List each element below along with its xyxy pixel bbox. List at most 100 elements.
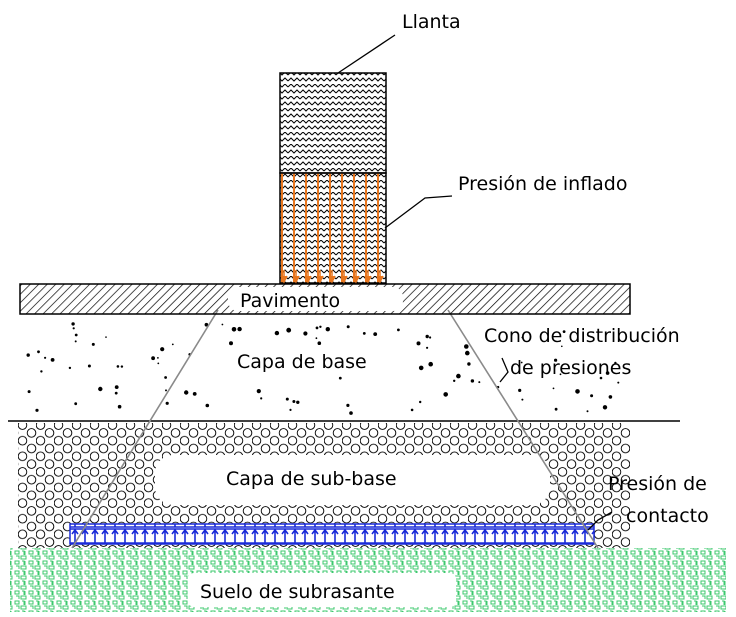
- subgrade-soil-layer: [10, 548, 726, 612]
- aggregate-speckle: [315, 337, 318, 340]
- aggregate-speckle: [453, 379, 456, 382]
- aggregate-speckle: [586, 410, 589, 413]
- aggregate-speckle: [35, 408, 39, 412]
- aggregate-speckle: [561, 345, 563, 348]
- aggregate-speckle: [465, 350, 470, 356]
- aggregate-speckle: [26, 353, 30, 357]
- aggregate-speckle: [229, 341, 233, 346]
- aggregate-speckle: [410, 408, 414, 412]
- aggregate-speckle: [562, 330, 566, 333]
- aggregate-speckle: [164, 376, 168, 379]
- aggregate-speckle: [443, 392, 449, 397]
- aggregate-speckle: [397, 328, 400, 332]
- contact-pressure-band: [69, 523, 595, 545]
- label-presion-inflado: Presión de inflado: [458, 173, 628, 195]
- aggregate-speckle: [614, 361, 617, 365]
- aggregate-speckle: [157, 362, 160, 365]
- aggregate-speckle: [478, 381, 481, 384]
- aggregate-speckle: [286, 327, 292, 333]
- aggregate-speckle: [464, 344, 469, 349]
- aggregate-speckle: [617, 381, 620, 384]
- aggregate-speckle: [184, 390, 189, 395]
- aggregate-speckle: [50, 358, 55, 362]
- aggregate-speckle: [116, 365, 120, 368]
- aggregate-speckle: [373, 332, 378, 336]
- pavement-slab: [19, 283, 631, 315]
- aggregate-speckle: [605, 371, 610, 375]
- label-presion-contacto-line1: Presión de: [608, 473, 707, 495]
- aggregate-speckle: [418, 365, 424, 371]
- aggregate-speckle: [71, 322, 75, 326]
- inflation-pressure-arrows: [280, 270, 384, 284]
- aggregate-speckle: [237, 326, 242, 332]
- aggregate-speckle: [289, 408, 292, 411]
- label-cono-line2: de presiones: [510, 357, 631, 379]
- aggregate-speckle: [317, 341, 322, 346]
- aggregate-speckle: [274, 330, 280, 336]
- aggregate-speckle: [165, 389, 167, 392]
- aggregate-speckle: [114, 385, 119, 389]
- aggregate-speckle: [120, 365, 124, 368]
- aggregate-speckle: [362, 332, 366, 335]
- aggregate-speckle: [204, 322, 209, 327]
- aggregate-speckle: [165, 401, 169, 405]
- aggregate-speckle: [429, 336, 432, 339]
- aggregate-speckle: [456, 373, 461, 379]
- aggregate-speckle: [292, 400, 296, 403]
- aggregate-speckle: [157, 357, 159, 359]
- aggregate-speckle: [315, 326, 319, 330]
- aggregate-speckle: [91, 342, 95, 346]
- aggregate-speckle: [346, 325, 350, 329]
- aggregate-speckle: [117, 404, 122, 409]
- aggregate-speckle: [599, 376, 603, 380]
- label-suelo-subrasante: Suelo de subrasante: [200, 581, 395, 603]
- aggregate-speckle: [192, 392, 197, 396]
- aggregate-speckle: [428, 361, 434, 367]
- aggregate-speckle: [319, 325, 322, 328]
- aggregate-speckle: [554, 407, 558, 411]
- llanta-tire: [279, 72, 387, 284]
- aggregate-speckle: [518, 388, 522, 392]
- aggregate-speckle: [221, 323, 224, 326]
- aggregate-speckle: [37, 350, 40, 354]
- aggregate-speckle: [470, 379, 475, 383]
- pressure-cone-lines: [71, 309, 599, 549]
- aggregate-speckle: [559, 373, 562, 376]
- aggregate-speckle: [87, 364, 91, 368]
- aggregate-speckle: [554, 358, 558, 362]
- label-capa-base: Capa de base: [237, 351, 367, 373]
- aggregate-speckle: [520, 361, 523, 364]
- aggregate-speckle: [105, 336, 107, 338]
- aggregate-speckle: [205, 403, 210, 408]
- label-capa-subbase: Capa de sub-base: [226, 468, 397, 490]
- aggregate-speckle: [346, 403, 350, 407]
- aggregate-speckle: [590, 394, 594, 398]
- label-pavimento: Pavimento: [240, 290, 340, 312]
- aggregate-speckle: [285, 397, 289, 401]
- aggregate-speckle: [44, 356, 47, 359]
- aggregate-speckle: [74, 333, 78, 337]
- aggregate-speckle: [521, 398, 524, 401]
- aggregate-speckle: [114, 391, 118, 395]
- leader-lines: [337, 34, 613, 531]
- aggregate-speckle: [40, 370, 43, 373]
- aggregate-speckle: [419, 400, 422, 404]
- aggregate-speckle: [74, 340, 77, 343]
- aggregate-speckle: [231, 327, 237, 332]
- aggregate-speckle: [72, 327, 75, 330]
- aggregate-speckle: [160, 347, 165, 352]
- aggregate-speckle: [260, 397, 263, 400]
- aggregate-speckle: [74, 402, 78, 406]
- aggregate-speckle: [338, 376, 342, 380]
- aggregate-speckle: [349, 411, 353, 415]
- aggregate-speckle: [325, 327, 330, 332]
- label-cono-line1: Cono de distribución: [484, 325, 680, 347]
- aggregate-speckle: [602, 405, 608, 410]
- aggregate-speckle: [296, 400, 300, 404]
- aggregate-speckle: [68, 366, 72, 370]
- aggregate-speckle: [425, 334, 429, 339]
- aggregate-speckle: [608, 395, 613, 399]
- label-presion-contacto-line2: contacto: [626, 505, 709, 527]
- aggregate-speckle: [552, 387, 555, 390]
